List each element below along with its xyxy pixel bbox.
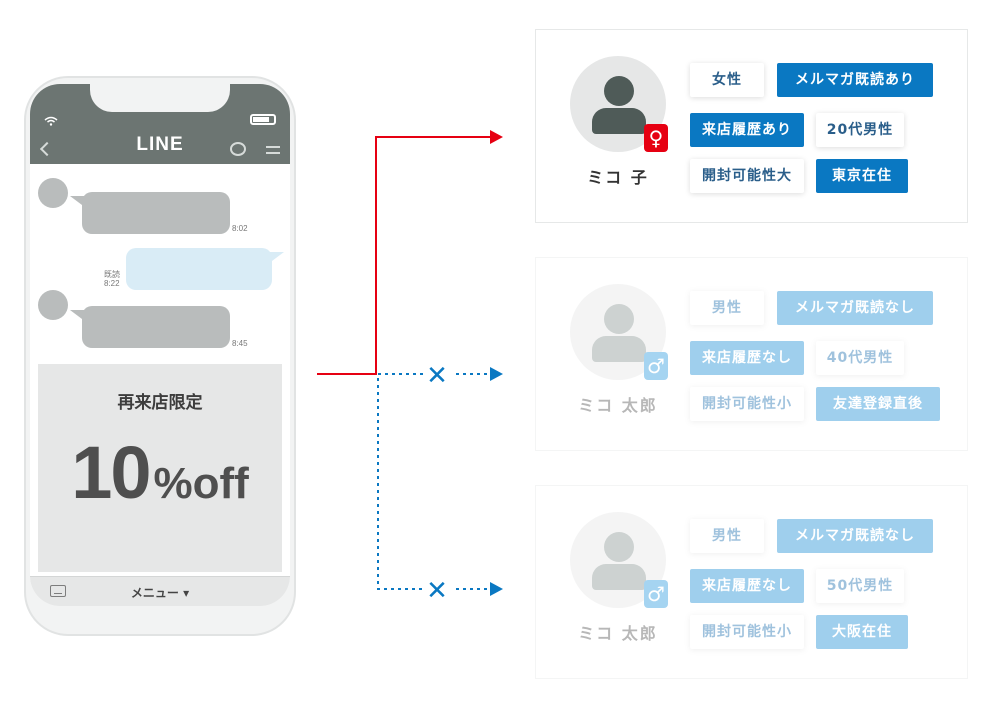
user-card-blocked: ♂ ミコ 太郎 男性 メルマガ既読なし 来店履歴なし 40代男性 開封可能性小 … (535, 257, 968, 451)
message-bubble-sent (126, 248, 284, 290)
male-icon: ♂ (644, 352, 668, 380)
coupon-discount: 10%off (38, 430, 282, 515)
phone-screen: LINE 8:02 既読 8:22 8:45 再来店限定 10%off メニュー… (30, 84, 290, 606)
tag-visit-history: 来店履歴あり (690, 113, 804, 147)
blocked-mark-icon: ✕ (426, 361, 448, 391)
battery-icon (250, 114, 276, 125)
phone-notch (90, 84, 230, 112)
sender-avatar (38, 290, 68, 320)
tag-visit-history: 来店履歴なし (690, 569, 804, 603)
tag-visit-history: 来店履歴なし (690, 341, 804, 375)
tag-open-likelihood: 開封可能性大 (690, 159, 804, 193)
message-time: 8:22 (104, 279, 120, 288)
app-title: LINE (136, 134, 184, 155)
tag-newsletter: メルマガ既読なし (777, 519, 933, 553)
blocked-arrow-2 (378, 367, 503, 381)
tag-newsletter: メルマガ既読あり (777, 63, 933, 97)
tag-age: 20代男性 (816, 113, 904, 147)
message-bubble-received (70, 306, 230, 348)
coupon-title: 再来店限定 (117, 393, 203, 413)
user-avatar-icon (570, 512, 666, 608)
message-time: 8:45 (232, 339, 248, 348)
tag-age: 50代男性 (816, 569, 904, 603)
tag-registration: 友達登録直後 (816, 387, 940, 421)
hamburger-menu-icon[interactable] (266, 146, 280, 154)
blocked-mark-icon: ✕ (426, 576, 448, 606)
coupon-discount-number: 10 (71, 431, 151, 514)
user-avatar-icon (570, 284, 666, 380)
read-receipt: 既読 (104, 270, 120, 279)
tag-gender: 女性 (690, 63, 764, 97)
chat-bubble-icon[interactable] (230, 142, 246, 156)
sender-avatar (38, 178, 68, 208)
line-app-header: LINE (30, 84, 290, 164)
message-bubble-received (70, 192, 230, 234)
tag-age: 40代男性 (816, 341, 904, 375)
user-name: ミコ 太郎 (578, 396, 658, 415)
tag-open-likelihood: 開封可能性小 (690, 387, 804, 421)
keyboard-icon[interactable] (50, 585, 66, 597)
user-name: ミコ 太郎 (578, 624, 658, 643)
delivered-arrow (317, 130, 503, 375)
footer-menu-button[interactable]: メニュー ▾ (130, 586, 190, 600)
female-icon: ♀ (644, 124, 668, 152)
tag-location: 東京在住 (816, 159, 908, 193)
tag-location: 大阪在住 (816, 615, 908, 649)
user-card-delivered: ♀ ミコ 子 女性 メルマガ既読あり 来店履歴あり 20代男性 開封可能性大 東… (535, 29, 968, 223)
wifi-icon (44, 116, 58, 126)
user-name: ミコ 子 (587, 168, 649, 187)
tag-gender: 男性 (690, 519, 764, 553)
tag-newsletter: メルマガ既読なし (777, 291, 933, 325)
tag-open-likelihood: 開封可能性小 (690, 615, 804, 649)
tag-gender: 男性 (690, 291, 764, 325)
user-card-blocked: ♂ ミコ 太郎 男性 メルマガ既読なし 来店履歴なし 50代男性 開封可能性小 … (535, 485, 968, 679)
blocked-arrow-3 (377, 378, 503, 596)
coupon-discount-suffix: %off (153, 459, 249, 508)
coupon-message[interactable]: 再来店限定 10%off (38, 364, 282, 572)
male-icon: ♂ (644, 580, 668, 608)
phone-footer-bar: メニュー ▾ (30, 576, 290, 606)
message-time: 8:02 (232, 224, 248, 233)
